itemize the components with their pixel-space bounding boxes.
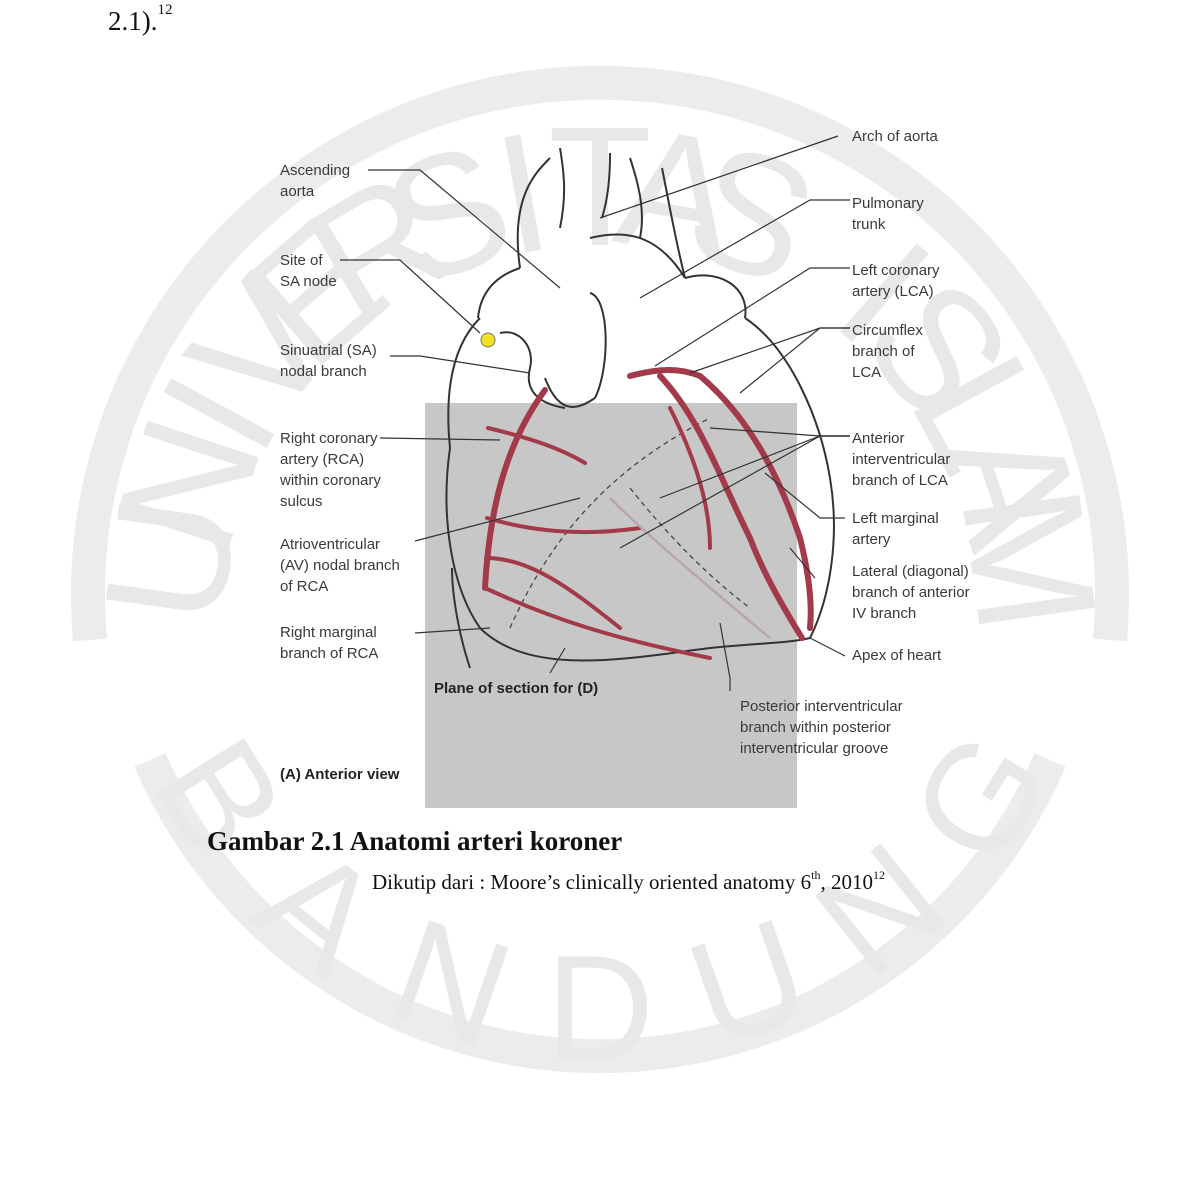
label-left-marginal-artery: Left marginal artery: [852, 508, 939, 550]
label-right-marginal-branch: Right marginal branch of RCA: [280, 622, 378, 664]
label-av-nodal-branch: Atrioventricular (AV) nodal branch of RC…: [280, 534, 400, 597]
label-anterior-view: (A) Anterior view: [280, 764, 399, 785]
source-year: , 2010: [821, 870, 874, 894]
label-plane-of-section: Plane of section for (D): [434, 678, 598, 699]
intro-text-main: 2.1).: [108, 6, 158, 36]
label-apex-of-heart: Apex of heart: [852, 645, 941, 666]
figure-source: Dikutip dari : Moore’s clinically orient…: [372, 870, 885, 895]
intro-text: 2.1).12: [108, 6, 173, 37]
sa-node-dot: [481, 333, 495, 347]
label-pulmonary-trunk: Pulmonary trunk: [852, 193, 924, 235]
coronary-artery-figure: Arch of aorta Ascending aorta Pulmonary …: [190, 118, 1040, 808]
source-citation: 12: [873, 868, 885, 882]
label-ascending-aorta: Ascending aorta: [280, 160, 350, 202]
label-sa-nodal-branch: Sinuatrial (SA) nodal branch: [280, 340, 377, 382]
source-text: Dikutip dari : Moore’s clinically orient…: [372, 870, 811, 894]
label-site-sa-node: Site of SA node: [280, 250, 337, 292]
source-edition-sup: th: [811, 868, 820, 882]
label-circumflex-branch: Circumflex branch of LCA: [852, 320, 923, 383]
label-right-coronary-artery: Right coronary artery (RCA) within coron…: [280, 428, 381, 512]
figure-caption: Gambar 2.1 Anatomi arteri koroner: [207, 826, 622, 857]
label-posterior-iv-branch: Posterior interventricular branch within…: [740, 696, 903, 759]
label-anterior-iv-branch: Anterior interventricular branch of LCA: [852, 428, 950, 491]
label-left-coronary-artery: Left coronary artery (LCA): [852, 260, 940, 302]
label-lateral-diagonal-branch: Lateral (diagonal) branch of anterior IV…: [852, 561, 970, 624]
label-arch-of-aorta: Arch of aorta: [852, 126, 938, 147]
intro-citation: 12: [158, 2, 173, 18]
watermark-letter: D: [546, 924, 654, 1092]
